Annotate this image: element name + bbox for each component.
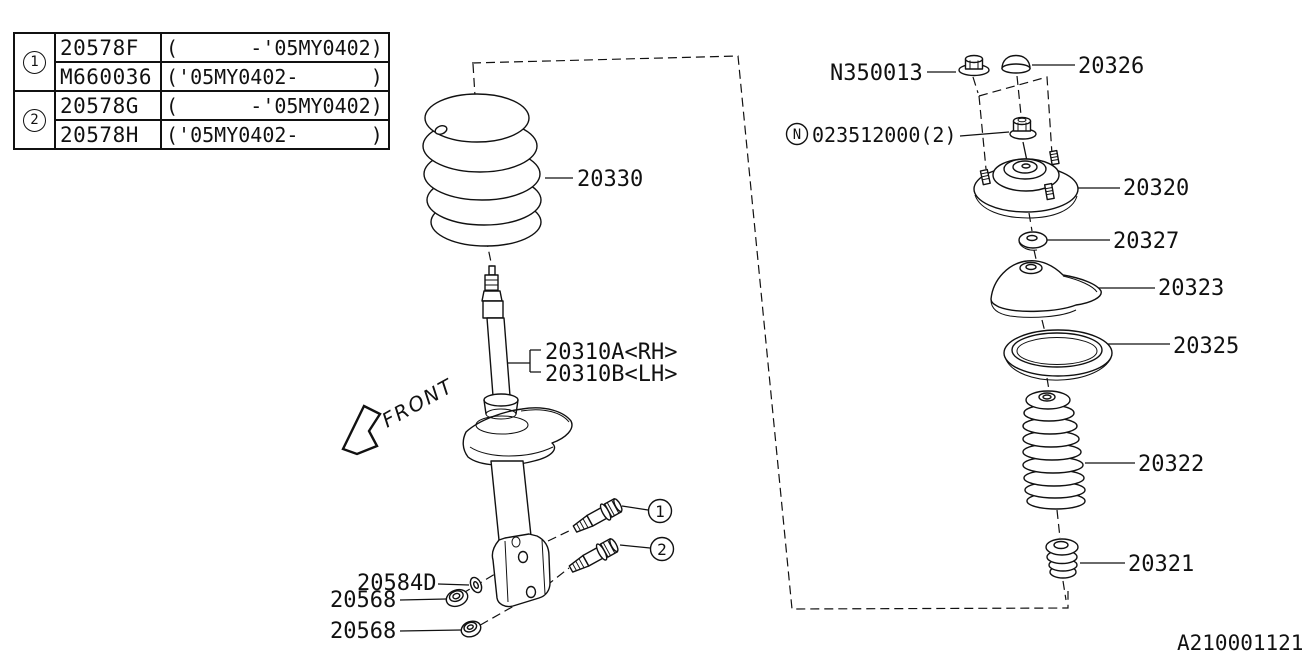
table-date-range: ( -'05MY0402) xyxy=(160,90,390,121)
nut-20568-lower-drawing xyxy=(460,620,482,638)
helper-rubber-drawing xyxy=(1045,538,1079,579)
table-symbol-1: 1 xyxy=(23,50,46,74)
table-row: 20578H ('05MY0402- ) xyxy=(14,119,390,150)
drawing-number: A210001121 xyxy=(1177,631,1303,653)
table-symbol-2: 2 xyxy=(23,108,46,132)
table-row: 2 20578G ( -'05MY0402) xyxy=(13,90,390,150)
bolt-1-drawing xyxy=(572,497,623,533)
part-label-coil-spring: 20330 xyxy=(577,167,643,192)
part-label-nut-upper: 20568 xyxy=(330,588,396,613)
table-symbol-cell-1: 1 xyxy=(13,32,56,92)
part-label-strut-lh: 20310B<LH> xyxy=(545,362,677,387)
front-label: FRONT xyxy=(378,373,458,432)
part-label-spring-cap: 20323 xyxy=(1158,276,1224,301)
part-label-nut-lower: 20568 xyxy=(330,619,396,644)
bolt-2-drawing xyxy=(568,537,619,573)
table-date-range: ('05MY0402- ) xyxy=(160,61,390,92)
spring-cap-drawing xyxy=(990,259,1102,318)
part-label-washer: 20327 xyxy=(1113,229,1179,254)
table-part-number: 20578H xyxy=(54,119,162,150)
coil-spring-drawing xyxy=(422,93,542,247)
self-lock-nut-drawing xyxy=(958,54,990,77)
table-date-range: ('05MY0402- ) xyxy=(160,119,390,150)
table-row: M660036 ('05MY0402- ) xyxy=(14,61,390,92)
front-arrow: FRONT xyxy=(341,373,458,456)
part-label-dust-cover: 20322 xyxy=(1138,452,1204,477)
spring-seat-rubber-drawing xyxy=(1003,329,1113,381)
part-label-strut-rh: 20310A<RH> xyxy=(545,340,677,365)
part-label-adjust-washer: 20584D xyxy=(357,571,436,596)
cap-drawing xyxy=(1001,54,1031,74)
callout-2-badge: 2 xyxy=(649,536,675,562)
table-row: 1 20578F ( -'05MY0402) xyxy=(13,32,390,92)
nut-symbol-badge: N xyxy=(793,127,801,143)
table-symbol-cell-2: 2 xyxy=(13,90,56,150)
callout-1-badge: 1 xyxy=(647,498,673,524)
washer-20584D-drawing xyxy=(469,576,483,594)
leader-lines xyxy=(399,64,1170,632)
flange-nut-drawing xyxy=(1009,116,1037,140)
part-label-self-lock-nut: N350013 xyxy=(830,61,923,86)
dust-cover-drawing xyxy=(1022,390,1086,510)
callout-1-number: 1 xyxy=(655,502,665,521)
callout-2-number: 2 xyxy=(657,540,667,559)
table-date-range: ( -'05MY0402) xyxy=(160,32,390,63)
part-label-flange-nut: 023512000(2) xyxy=(812,123,957,147)
table-part-number: 20578G xyxy=(54,90,162,121)
flange-nut-label-group: N 023512000(2) xyxy=(785,122,957,147)
washer-20327-drawing xyxy=(1018,231,1048,251)
part-label-spring-seat-rubber: 20325 xyxy=(1173,334,1239,359)
table-part-number: M660036 xyxy=(54,61,162,92)
part-label-cap: 20326 xyxy=(1078,54,1144,79)
part-label-helper-rubber: 20321 xyxy=(1128,552,1194,577)
strut-drawing xyxy=(462,265,573,608)
table-part-number: 20578F xyxy=(54,32,162,63)
nut-20568-upper-drawing xyxy=(445,588,469,608)
applicability-table: 1 20578F ( -'05MY0402) M660036 ('05MY040… xyxy=(13,32,390,150)
strut-mount-drawing xyxy=(973,149,1079,219)
part-label-strut-mount: 20320 xyxy=(1123,176,1189,201)
